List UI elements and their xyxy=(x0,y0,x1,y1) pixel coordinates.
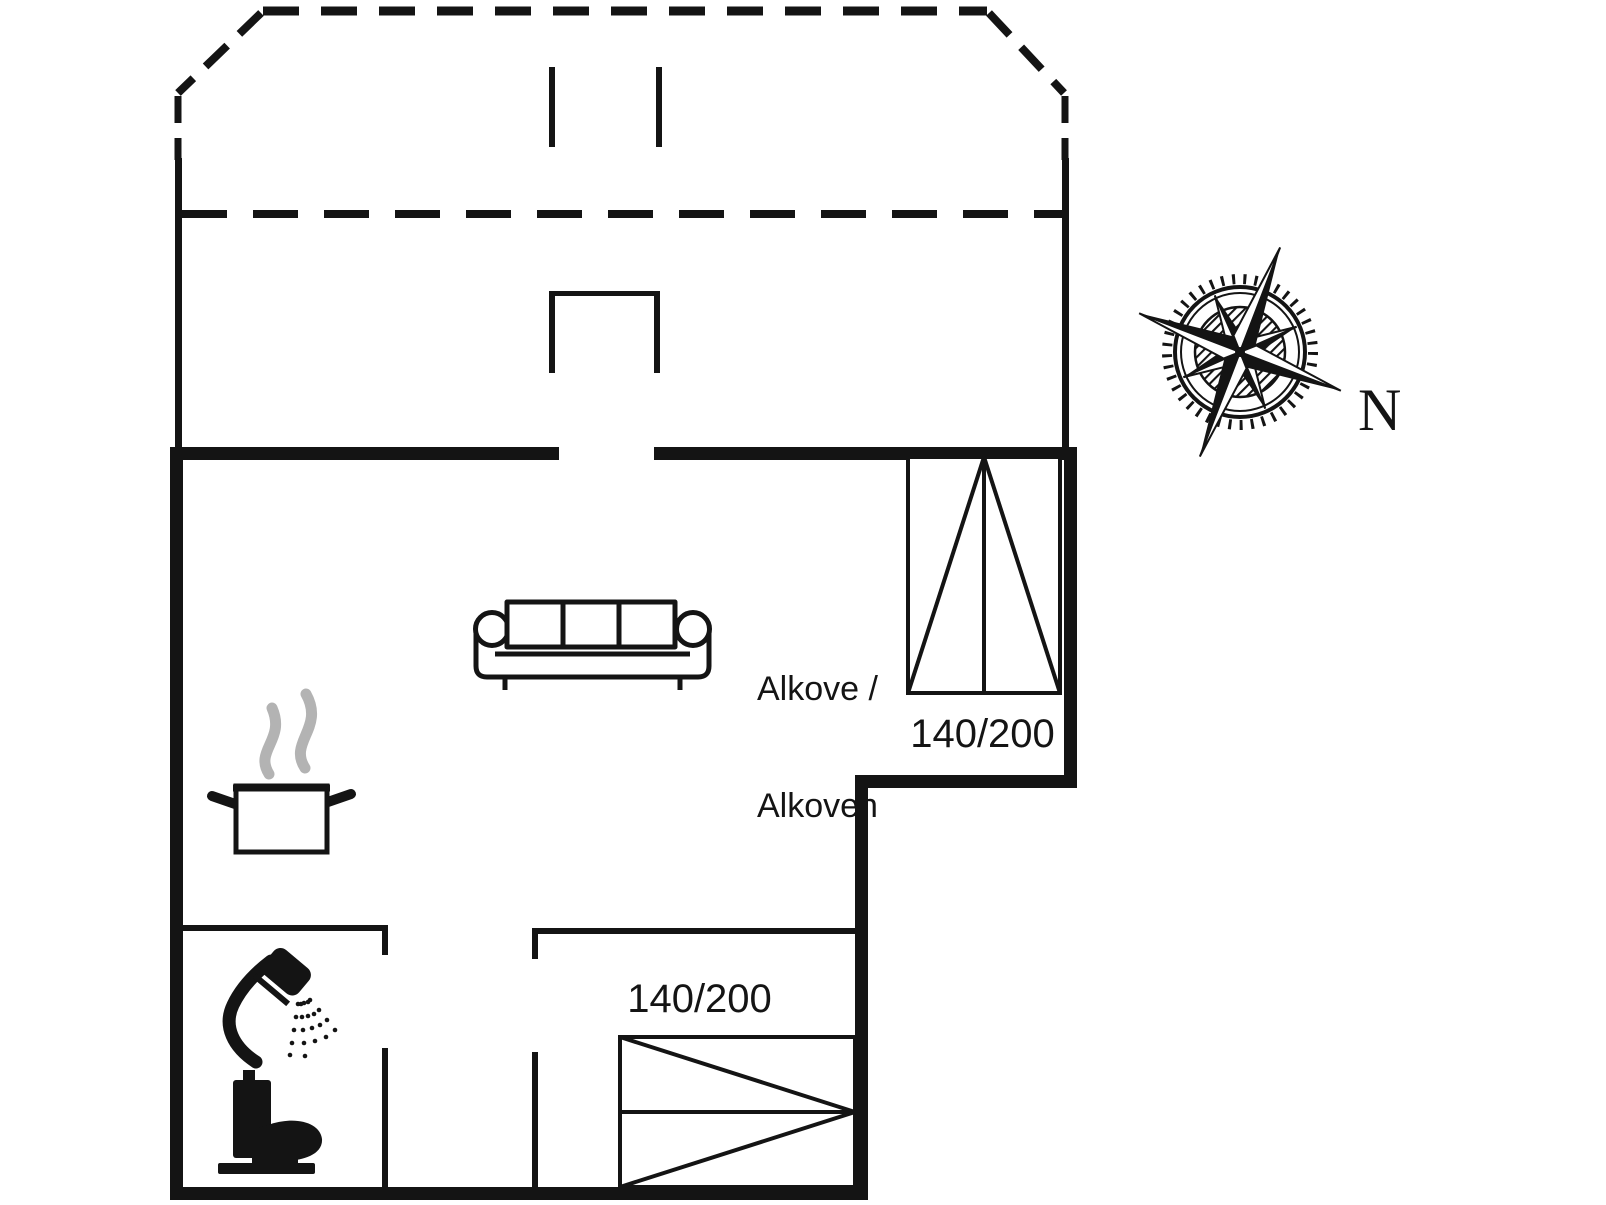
chimney-niche-right xyxy=(654,291,660,373)
terrace-left-diagonal-dashed xyxy=(175,10,264,96)
upper-right-wall xyxy=(1062,158,1069,448)
chimney-niche-left xyxy=(549,291,555,373)
shower-icon xyxy=(222,947,338,1069)
alkove-label: Alkove / Alkoven xyxy=(757,592,878,904)
sofa-icon xyxy=(473,599,712,690)
double-bed-diagonal-bottom xyxy=(619,1110,856,1189)
bathroom-door-stub xyxy=(382,925,388,955)
shower-head-plate xyxy=(252,973,291,1007)
compass-inner-circle xyxy=(1180,292,1300,412)
double-bed-icon xyxy=(618,1035,857,1189)
alkove-label-line1: Alkove / xyxy=(757,670,878,708)
sofa-armrest-left xyxy=(473,610,511,648)
sofa-armrest-right xyxy=(674,610,712,648)
upper-room-walls xyxy=(175,67,1069,448)
alkove-bed-diagonal-left xyxy=(906,456,986,694)
steam-icon xyxy=(259,688,317,780)
chimney-niche-top xyxy=(549,291,660,296)
bedroom-top-wall xyxy=(532,928,855,934)
terrace-right-diagonal-dashed xyxy=(986,10,1067,96)
wall-top-left-segment xyxy=(170,447,559,460)
wall-left xyxy=(170,447,183,1200)
terrace-dashed-outline xyxy=(174,6,1069,218)
bedroom-door-stub xyxy=(532,928,538,959)
shower-spray xyxy=(287,997,338,1059)
shower-head-body xyxy=(261,947,311,996)
compass-north-label: N xyxy=(1358,377,1402,443)
toilet-flush-button xyxy=(243,1070,255,1082)
pot-body xyxy=(233,783,330,855)
upper-left-wall xyxy=(175,158,182,448)
alkove-bed-icon xyxy=(906,455,1062,695)
alkove-label-line2: Alkoven xyxy=(757,787,878,825)
steam-wisp-right xyxy=(294,688,317,774)
exterior-walls xyxy=(170,447,1077,1200)
compass-outer-circle xyxy=(1173,285,1307,419)
terrace-post-right xyxy=(656,67,662,147)
cooking-pot-icon xyxy=(207,783,356,855)
terrace-post-left xyxy=(549,67,555,147)
bedroom-left-wall xyxy=(532,1052,538,1187)
toilet-icon xyxy=(218,1070,323,1174)
toilet-bowl xyxy=(258,1120,323,1161)
compass-star xyxy=(1138,246,1342,458)
interior-walls xyxy=(182,925,855,1187)
alkove-bed-diagonal-right xyxy=(982,456,1062,694)
wall-right-lower xyxy=(855,775,868,1200)
compass-tick-ring xyxy=(1162,274,1318,430)
wall-bottom xyxy=(170,1187,868,1200)
compass-center-dot xyxy=(1235,347,1245,357)
bathroom-top-wall xyxy=(182,925,388,931)
shower-hose xyxy=(222,954,278,1069)
bathroom-right-wall xyxy=(382,1048,388,1187)
shower-head xyxy=(252,947,311,1007)
compass-rose-icon xyxy=(1138,246,1342,458)
toilet-base xyxy=(218,1163,315,1174)
wall-step xyxy=(855,775,1077,788)
sofa-back-cushions xyxy=(504,599,678,650)
bedroom-bed-size-label: 140/200 xyxy=(627,977,772,1021)
double-bed-diagonal-top xyxy=(619,1035,856,1114)
wall-right-upper xyxy=(1064,447,1077,788)
steam-wisp-left xyxy=(259,702,282,780)
toilet-pedestal xyxy=(252,1152,298,1166)
alkove-bed-size-label: 140/200 xyxy=(910,712,1055,756)
